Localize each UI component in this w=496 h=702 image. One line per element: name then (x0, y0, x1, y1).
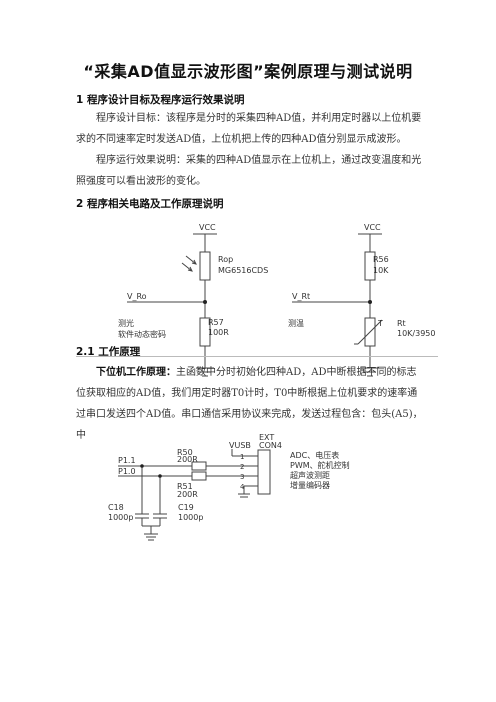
left-note1: 测光 (118, 318, 134, 328)
r51-name: R51 (177, 482, 193, 491)
net-v-rt: V_Rt (292, 292, 310, 301)
section21-lead: 下位机工作原理： (96, 367, 176, 378)
section21-text: 主函数中分时初始化四种AD，AD中断根据不同的标志位获取相应的AD值，我们用定时… (76, 367, 423, 441)
r57-value: 100R (208, 328, 229, 337)
net-p11: P1.1 (118, 456, 136, 465)
rt-value: 10K/3950 (397, 329, 435, 338)
left-note2: 软件动态密码 (118, 329, 166, 339)
rop-name: Rop (218, 255, 233, 264)
rt-symbol: T (377, 319, 383, 328)
section1-para1: 程序设计目标：该程序是分时的采集四种AD值，并利用定时器以上位机要求的不同速率定… (76, 113, 422, 145)
r56-name: R56 (373, 255, 389, 264)
con-note-3: 超声波测距 (290, 470, 330, 480)
section21-paragraph: 下位机工作原理：主函数中分时初始化四种AD，AD中断根据不同的标志位获取相应的A… (76, 362, 426, 446)
ext-label: EXT (259, 433, 274, 442)
rop-value: MG6516CDS (218, 266, 268, 275)
vusb-label: VUSB (229, 441, 251, 450)
net-v-ro: V_Ro (127, 292, 147, 301)
c18-value: 1000p (108, 513, 133, 522)
c19-value: 1000p (178, 513, 203, 522)
right-vcc-label: VCC (364, 223, 381, 232)
con4-label: CON4 (259, 441, 282, 450)
con-note-1: ADC、电压表 (290, 450, 339, 460)
pin-1: 1 (240, 453, 244, 461)
section21-heading: 2.1 工作原理 (76, 346, 141, 358)
pin-3: 3 (240, 473, 244, 481)
r50-name: R50 (177, 448, 193, 457)
left-vcc-label: VCC (199, 223, 216, 232)
pin-4: 4 (240, 483, 245, 491)
r57-name: R57 (208, 318, 224, 327)
r50-value: 200R (177, 455, 198, 464)
con-note-2: PWM、舵机控制 (290, 460, 350, 470)
rt-name: Rt (397, 319, 406, 328)
section1-heading: 1 程序设计目标及程序运行效果说明 (76, 94, 245, 106)
r56-value: 10K (373, 266, 389, 275)
page-title: “采集AD值显示波形图”案例原理与测试说明 (83, 62, 413, 81)
con-note-4: 增量编码器 (290, 480, 330, 490)
section1-para2: 程序运行效果说明：采集的四种AD值显示在上位机上，通过改变温度和光照强度可以看出… (76, 155, 422, 187)
pin-2: 2 (240, 463, 244, 471)
c18-name: C18 (108, 503, 124, 512)
c19-name: C19 (178, 503, 194, 512)
r51-value: 200R (177, 490, 198, 499)
section-divider (76, 356, 438, 357)
section2-heading: 2 程序相关电路及工作原理说明 (76, 198, 224, 210)
right-note: 测温 (288, 319, 304, 328)
net-p10: P1.0 (118, 467, 136, 476)
